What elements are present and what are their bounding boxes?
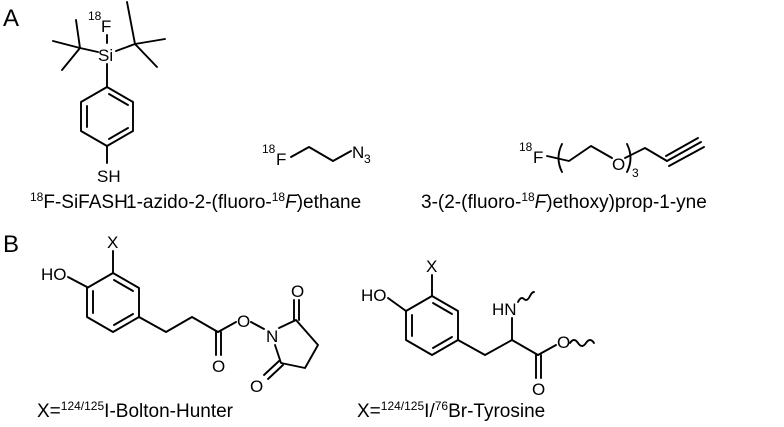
substituent-x: X bbox=[107, 233, 118, 252]
ester-oxygen: O bbox=[237, 312, 250, 331]
carbonyl-oxygen: O bbox=[212, 357, 225, 376]
structure-azidoethane: 18 F N 3 bbox=[262, 142, 371, 169]
fluorine-atom: F bbox=[276, 150, 286, 169]
carbonyl-oxygen: O bbox=[532, 380, 545, 399]
repeat-count: 3 bbox=[632, 166, 639, 180]
hydroxyl-group: HO bbox=[41, 265, 67, 284]
isotope-18-label: 18 bbox=[88, 9, 102, 23]
imide-bottom-oxygen: O bbox=[250, 377, 263, 396]
structure-peg-alkyne: 18 F O 3 bbox=[519, 137, 705, 180]
panel-label-a: A bbox=[3, 5, 19, 32]
imide-top-oxygen: O bbox=[291, 282, 304, 301]
compound-name-sifash: 18F-SiFASH bbox=[30, 190, 128, 213]
structure-bolton-hunter: X HO O O N O O bbox=[41, 233, 319, 396]
panel-label-b: B bbox=[3, 231, 19, 258]
fluorine-atom: F bbox=[101, 17, 111, 36]
amine-group: HN bbox=[492, 300, 517, 319]
azide-subscript: 3 bbox=[364, 152, 371, 166]
structure-tyrosine: X HO HN O O bbox=[361, 257, 595, 399]
structure-sifash: 18 F Si SH bbox=[52, 1, 166, 186]
imide-nitrogen: N bbox=[266, 327, 278, 346]
substituent-x: X bbox=[426, 257, 437, 276]
fluorine-atom: F bbox=[533, 148, 543, 167]
compound-name-peg-alkyne: 3-(2-(fluoro-18F)ethoxy)prop-1-yne bbox=[421, 190, 707, 213]
silicon-atom: Si bbox=[98, 46, 113, 65]
thiol-group: SH bbox=[97, 167, 121, 186]
azide-nitrogen: N bbox=[352, 143, 364, 162]
ether-oxygen: O bbox=[612, 155, 625, 174]
compound-name-tyrosine: X=124/125I/76Br-Tyrosine bbox=[357, 399, 545, 422]
compound-name-azidoethane: 1-azido-2-(fluoro-18F)ethane bbox=[126, 190, 361, 213]
hydroxyl-group: HO bbox=[361, 286, 387, 305]
ester-oxygen: O bbox=[557, 333, 570, 352]
isotope-18-label: 18 bbox=[262, 142, 276, 156]
compound-name-bolton-hunter: X=124/125I-Bolton-Hunter bbox=[37, 399, 234, 422]
isotope-18-label: 18 bbox=[519, 140, 533, 154]
